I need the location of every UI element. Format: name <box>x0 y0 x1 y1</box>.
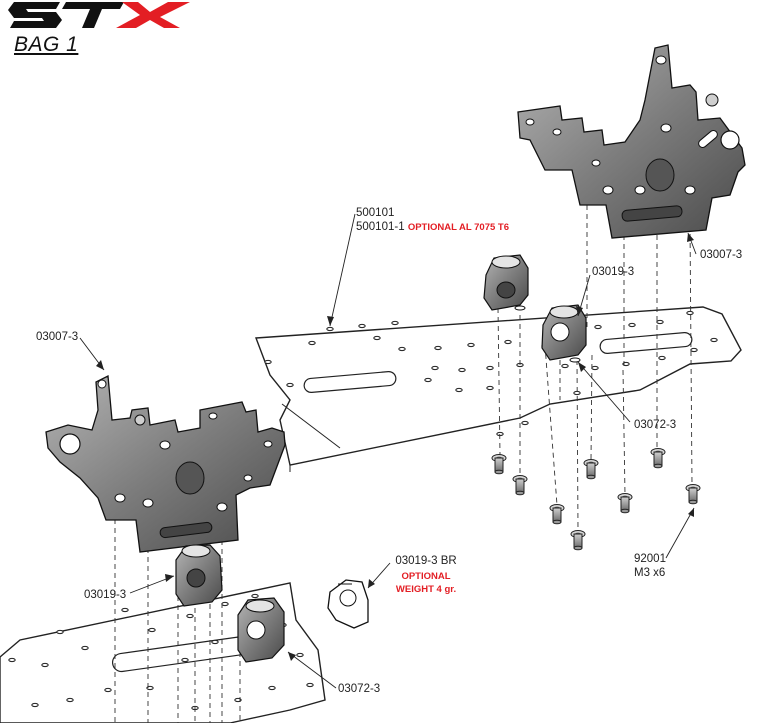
mount-clamp-lower <box>237 597 285 663</box>
spacer-left-label: 03072-3 <box>338 683 381 695</box>
brass-mount-part <box>327 579 369 629</box>
mount-left-label: 03019-3 <box>84 589 127 601</box>
bulkhead-left-label: 03007-3 <box>36 331 79 343</box>
screw-part-label: 92001 <box>634 553 666 565</box>
plate-alt-label: 500101-1 OPTIONAL AL 7075 T6 <box>356 221 509 234</box>
main-chassis-plate <box>255 306 742 472</box>
plate-alt-part: 500101-1 <box>356 221 405 233</box>
mount-right-label: 03019-3 <box>592 266 635 278</box>
brass-part-label: 03019-3 BR <box>395 555 457 567</box>
mount-clamp-top <box>483 254 529 311</box>
left-bulkhead-part <box>45 374 286 553</box>
screw-qty-label: M3 x6 <box>634 567 666 579</box>
screw-set <box>491 448 701 551</box>
brass-note-weight: WEIGHT 4 gr. <box>395 584 457 595</box>
mount-clamp-left <box>175 544 223 607</box>
leader-arrowheads <box>96 233 694 661</box>
plate-part-label: 500101 <box>356 207 395 219</box>
mount-clamp-right <box>541 304 587 363</box>
stx-logo <box>8 2 190 28</box>
bag-title: BAG 1 <box>14 33 79 56</box>
brass-note-optional: OPTIONAL <box>401 571 451 582</box>
right-bulkhead-part <box>517 44 746 239</box>
bulkhead-right-label: 03007-3 <box>700 249 743 261</box>
plate-alt-note: OPTIONAL AL 7075 T6 <box>407 222 510 233</box>
spacer-right-label: 03072-3 <box>634 419 677 431</box>
